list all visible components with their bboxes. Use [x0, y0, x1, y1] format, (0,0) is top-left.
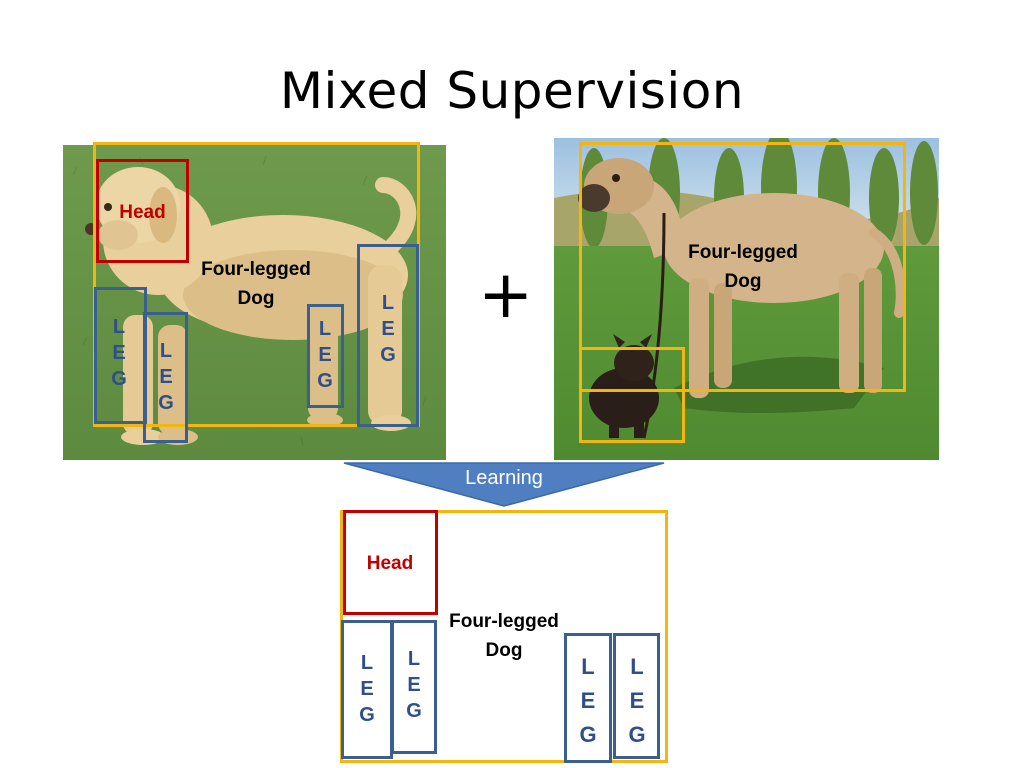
great-dane-photo — [554, 138, 939, 460]
object-label-line-2: Dog — [237, 288, 275, 309]
head-box-result — [343, 510, 438, 615]
slide-title: Mixed Supervision — [279, 62, 745, 120]
leg-box-result-3 — [564, 633, 612, 763]
object-label-line-1: Four-legged — [201, 259, 311, 280]
object-label-line-1: Four-legged — [449, 611, 559, 632]
leg-box-result-4 — [613, 633, 660, 759]
object-label-left: Four-legged Dog — [180, 255, 332, 313]
leg-box-result-2 — [391, 620, 437, 754]
learning-arrow — [343, 462, 665, 507]
plus-sign: + — [478, 256, 534, 333]
object-label-line-2: Dog — [724, 271, 762, 292]
object-label-line-1: Four-legged — [688, 242, 798, 263]
object-label-result: Four-legged Dog — [428, 607, 580, 665]
labrador-photo — [63, 145, 446, 460]
head-label-left: Head — [119, 202, 166, 223]
leg-box-left-2 — [143, 312, 188, 443]
head-label-result: Head — [366, 553, 414, 574]
object-label-line-2: Dog — [485, 640, 523, 661]
leg-box-left-4 — [357, 244, 419, 427]
object-box-right-small-dog — [579, 347, 685, 443]
object-box-right — [579, 142, 906, 392]
learning-arrow-label: Learning — [465, 467, 543, 489]
object-label-right: Four-legged Dog — [667, 238, 819, 296]
head-box-left — [96, 159, 189, 263]
leg-box-left-3 — [307, 304, 344, 408]
